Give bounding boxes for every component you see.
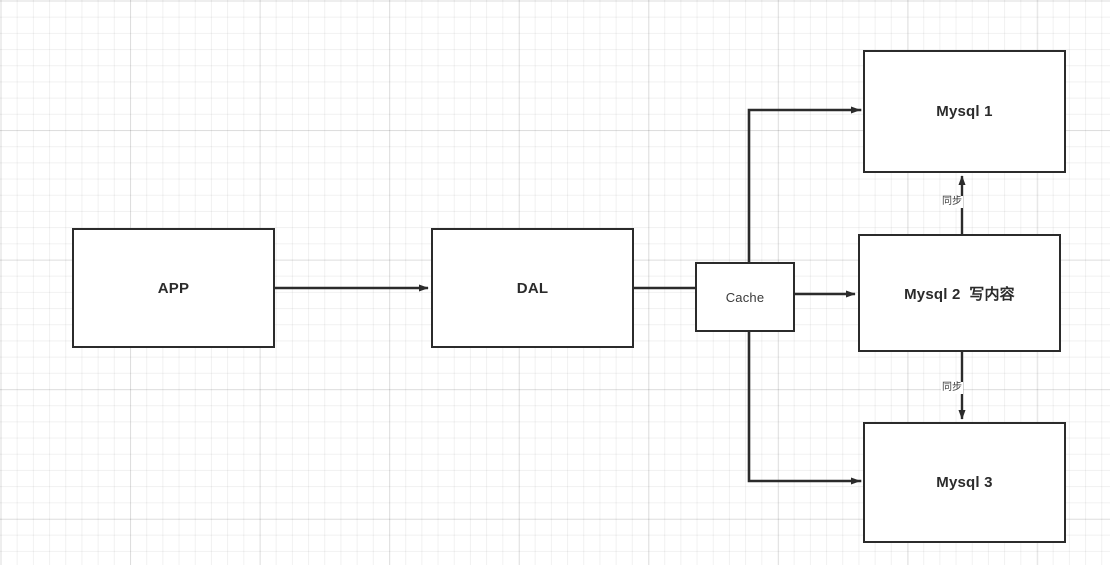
- edge-cache-to-mysql3: [747, 330, 862, 485]
- node-mysql1-label: Mysql 1: [936, 103, 993, 120]
- node-cache[interactable]: Cache: [695, 262, 795, 332]
- node-cache-label: Cache: [725, 289, 765, 305]
- node-mysql2-label: Mysql 2 写内容: [904, 285, 1015, 303]
- node-mysql3-label: Mysql 3: [936, 474, 993, 491]
- node-app[interactable]: APP: [72, 228, 275, 348]
- node-mysql3[interactable]: Mysql 3: [863, 422, 1066, 543]
- node-app-label: APP: [157, 279, 190, 297]
- node-mysql2[interactable]: Mysql 2 写内容: [858, 234, 1061, 352]
- edge-label-sync-down: 同步: [941, 382, 963, 394]
- edge-cache-to-mysql1: [747, 106, 862, 264]
- node-dal[interactable]: DAL: [431, 228, 634, 348]
- node-dal-label: DAL: [516, 279, 549, 297]
- node-mysql1[interactable]: Mysql 1: [863, 50, 1066, 173]
- edge-label-sync-up: 同步: [941, 196, 963, 208]
